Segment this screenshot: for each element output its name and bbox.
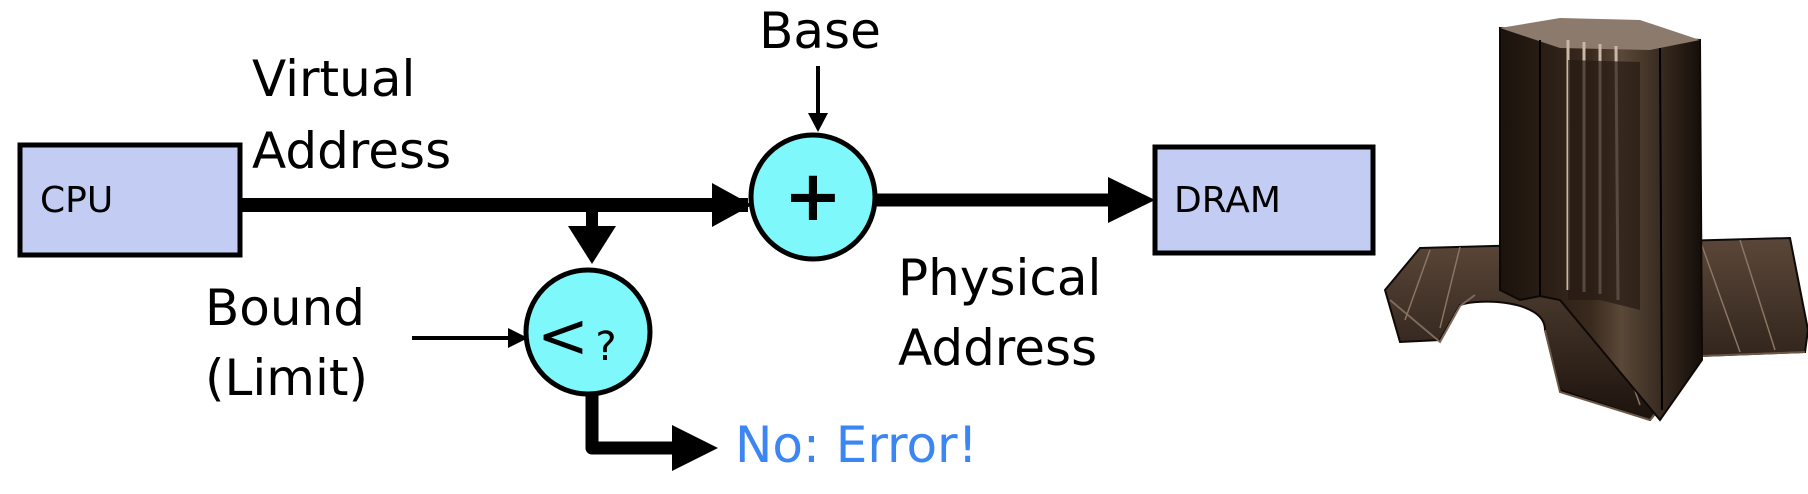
comparator-question: ?: [595, 324, 616, 370]
cpu-label: CPU: [40, 180, 113, 221]
adder-symbol: +: [784, 155, 843, 237]
error-arrowhead: [672, 425, 718, 471]
bound-label-line2: (Limit): [205, 349, 368, 407]
physical-address-label-line2: Address: [898, 319, 1097, 377]
error-path: [585, 394, 680, 455]
dram-box: [1152, 144, 1376, 256]
dram-label: DRAM: [1174, 180, 1281, 221]
virtual-address-label-line1: Virtual: [252, 50, 415, 108]
base-label: Base: [759, 2, 881, 60]
base-arrowhead: [808, 113, 828, 132]
cpu-box: [17, 142, 243, 258]
physical-address-arrowhead: [1108, 177, 1155, 223]
branch-arrowhead: [568, 226, 616, 264]
physical-address-label-line1: Physical: [898, 249, 1101, 307]
error-label: No: Error!: [735, 416, 978, 474]
virtual-address-label-line2: Address: [252, 122, 451, 180]
cray-supercomputer-photo: [1383, 18, 1808, 422]
comparator-symbol: <: [537, 299, 589, 372]
virtual-address-arrowhead: [712, 183, 752, 227]
bound-label-line1: Bound: [205, 279, 365, 337]
bound-arrowhead: [508, 328, 528, 348]
